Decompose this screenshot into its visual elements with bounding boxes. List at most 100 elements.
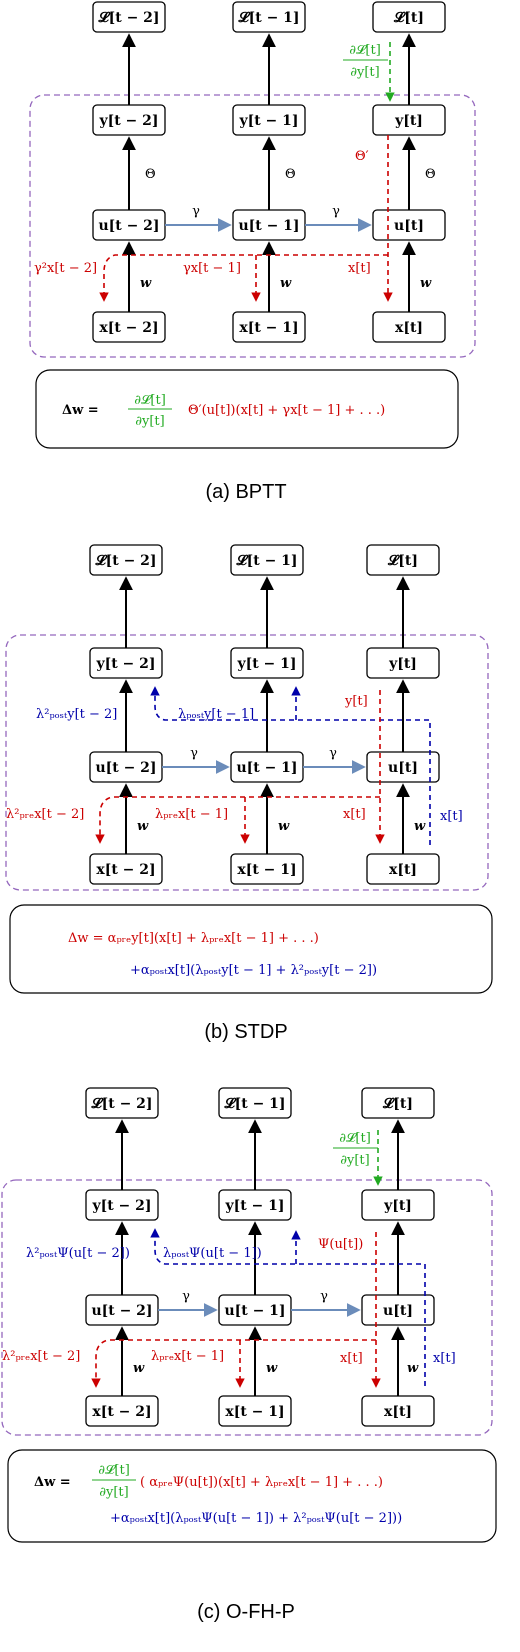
recurrent-region xyxy=(29,94,476,358)
formula-box xyxy=(7,1449,497,1543)
gamma-label: γ xyxy=(190,746,198,761)
svg-text:x[t]: x[t] xyxy=(384,1404,412,1420)
gamma-label: γ xyxy=(192,204,200,219)
w-label: w xyxy=(133,1361,145,1376)
svg-text:x[t − 1]: x[t − 1] xyxy=(239,320,298,336)
grad-bottom-label: ∂y[t] xyxy=(340,1153,369,1168)
panel-bptt: 𝓛[t − 2] 𝓛[t − 1] 𝓛[t] y[t − 2] y[t − 1]… xyxy=(29,1,476,503)
svg-text:u[t − 1]: u[t − 1] xyxy=(238,218,299,234)
svg-text:y[t − 2]: y[t − 2] xyxy=(91,1198,151,1214)
y-node: y[t − 1] xyxy=(230,647,304,679)
post-trace-path xyxy=(150,1228,426,1386)
formula-lhs: Δw = xyxy=(34,1475,71,1490)
gamma-label: γ xyxy=(329,746,337,761)
u-node: u[t − 1] xyxy=(232,209,306,241)
svg-text:x[t − 2]: x[t − 2] xyxy=(99,320,158,336)
formula-frac-bottom: ∂y[t] xyxy=(135,414,164,429)
theta-prime-label: Θ′ xyxy=(355,149,369,164)
y-node: y[t] xyxy=(372,104,446,136)
w-label: w xyxy=(266,1361,278,1376)
loss-node: 𝓛[t − 1] xyxy=(230,544,304,576)
theta-label: Θ xyxy=(285,167,296,182)
grad-bottom-label: ∂y[t] xyxy=(350,65,379,80)
red-label: λ²ₚᵣₑx[t − 2] xyxy=(6,807,84,822)
panel-stdp: 𝓛[t − 2] 𝓛[t − 1] 𝓛[t] y[t − 2] y[t − 1]… xyxy=(5,544,493,1043)
u-node: u[t − 2] xyxy=(85,1294,159,1326)
grad-top-label: ∂𝓛[t] xyxy=(339,1131,371,1146)
loss-node: 𝓛[t − 1] xyxy=(232,1,306,33)
loss-node: 𝓛[t] xyxy=(372,1,446,33)
caption: (c) O-FH-P xyxy=(197,1601,295,1623)
svg-text:u[t − 2]: u[t − 2] xyxy=(95,760,156,776)
x-node: x[t − 2] xyxy=(89,853,163,885)
x-node: x[t − 1] xyxy=(232,311,306,343)
w-label: w xyxy=(278,819,290,834)
y-node: y[t − 1] xyxy=(232,104,306,136)
svg-text:y[t]: y[t] xyxy=(383,1198,412,1214)
svg-text:x[t]: x[t] xyxy=(395,320,423,336)
formula-rhs: Θ′(u[t])(x[t] + γx[t − 1] + . . .) xyxy=(188,403,385,418)
recurrent-region xyxy=(1,1179,493,1436)
gamma-label: γ xyxy=(320,1289,328,1304)
navy-label: x[t] xyxy=(440,809,463,824)
w-label: w xyxy=(137,819,149,834)
navy-label: x[t] xyxy=(433,1351,456,1366)
panel-ofhp: 𝓛[t − 2] 𝓛[t − 1] 𝓛[t] y[t − 2] y[t − 1]… xyxy=(1,1087,497,1623)
svg-text:u[t]: u[t] xyxy=(383,1303,413,1319)
x-node: x[t − 1] xyxy=(230,853,304,885)
w-label: w xyxy=(140,276,152,291)
loss-node: 𝓛[t − 2] xyxy=(92,1,166,33)
svg-text:y[t − 1]: y[t − 1] xyxy=(224,1198,284,1214)
svg-text:𝓛[t − 2]: 𝓛[t − 2] xyxy=(90,1096,152,1112)
svg-text:x[t − 1]: x[t − 1] xyxy=(225,1404,284,1420)
red-label: x[t] xyxy=(348,261,371,276)
loss-node: 𝓛[t − 2] xyxy=(85,1087,159,1119)
w-label: w xyxy=(420,276,432,291)
formula-lhs: Δw = xyxy=(62,403,99,418)
formula-line1: ( αₚᵣₑΨ(u[t])(x[t] + λₚᵣₑx[t − 1] + . . … xyxy=(140,1475,383,1490)
x-node: x[t] xyxy=(366,853,440,885)
caption: (a) BPTT xyxy=(205,481,286,503)
svg-text:𝓛[t]: 𝓛[t] xyxy=(382,1096,413,1112)
red-label: λₚᵣₑx[t − 1] xyxy=(155,807,228,822)
svg-text:u[t]: u[t] xyxy=(394,218,424,234)
svg-text:𝓛[t]: 𝓛[t] xyxy=(387,553,418,569)
svg-text:x[t − 2]: x[t − 2] xyxy=(92,1404,151,1420)
x-node: x[t] xyxy=(361,1395,435,1427)
svg-text:x[t]: x[t] xyxy=(389,862,417,878)
svg-text:𝓛[t − 1]: 𝓛[t − 1] xyxy=(235,553,297,569)
loss-node: 𝓛[t − 2] xyxy=(89,544,163,576)
x-node: x[t − 2] xyxy=(92,311,166,343)
svg-text:y[t − 1]: y[t − 1] xyxy=(238,113,298,129)
caption: (b) STDP xyxy=(204,1021,287,1043)
formula-box xyxy=(35,369,459,449)
recurrent-region xyxy=(5,634,489,891)
formula-line2: +αₚₒₛₜx[t](λₚₒₛₜy[t − 1] + λ²ₚₒₛₜy[t − 2… xyxy=(130,963,377,978)
svg-text:x[t − 2]: x[t − 2] xyxy=(96,862,155,878)
x-node: x[t − 1] xyxy=(218,1395,292,1427)
formula-box xyxy=(9,904,493,994)
formula-frac-top: ∂𝓛[t] xyxy=(134,393,166,408)
u-node: u[t] xyxy=(372,209,446,241)
red-label: γ²x[t − 2] xyxy=(34,261,97,276)
backprop-path xyxy=(99,254,388,302)
svg-text:y[t]: y[t] xyxy=(388,656,417,672)
y-node: y[t − 2] xyxy=(85,1189,159,1221)
svg-text:x[t − 1]: x[t − 1] xyxy=(237,862,296,878)
svg-text:u[t − 2]: u[t − 2] xyxy=(98,218,159,234)
svg-text:𝓛[t − 1]: 𝓛[t − 1] xyxy=(223,1096,285,1112)
gamma-label: γ xyxy=(182,1289,190,1304)
x-node: x[t] xyxy=(372,311,446,343)
u-node: u[t − 2] xyxy=(89,751,163,783)
gamma-label: γ xyxy=(332,204,340,219)
svg-text:y[t − 2]: y[t − 2] xyxy=(98,113,158,129)
loss-node: 𝓛[t] xyxy=(366,544,440,576)
svg-text:𝓛[t − 1]: 𝓛[t − 1] xyxy=(237,10,299,26)
y-node: y[t − 2] xyxy=(89,647,163,679)
y-node: y[t − 2] xyxy=(92,104,166,136)
formula-frac-top: ∂𝓛[t] xyxy=(98,1463,130,1478)
y-node: y[t] xyxy=(366,647,440,679)
svg-text:y[t]: y[t] xyxy=(394,113,423,129)
red-label: x[t] xyxy=(340,1351,363,1366)
